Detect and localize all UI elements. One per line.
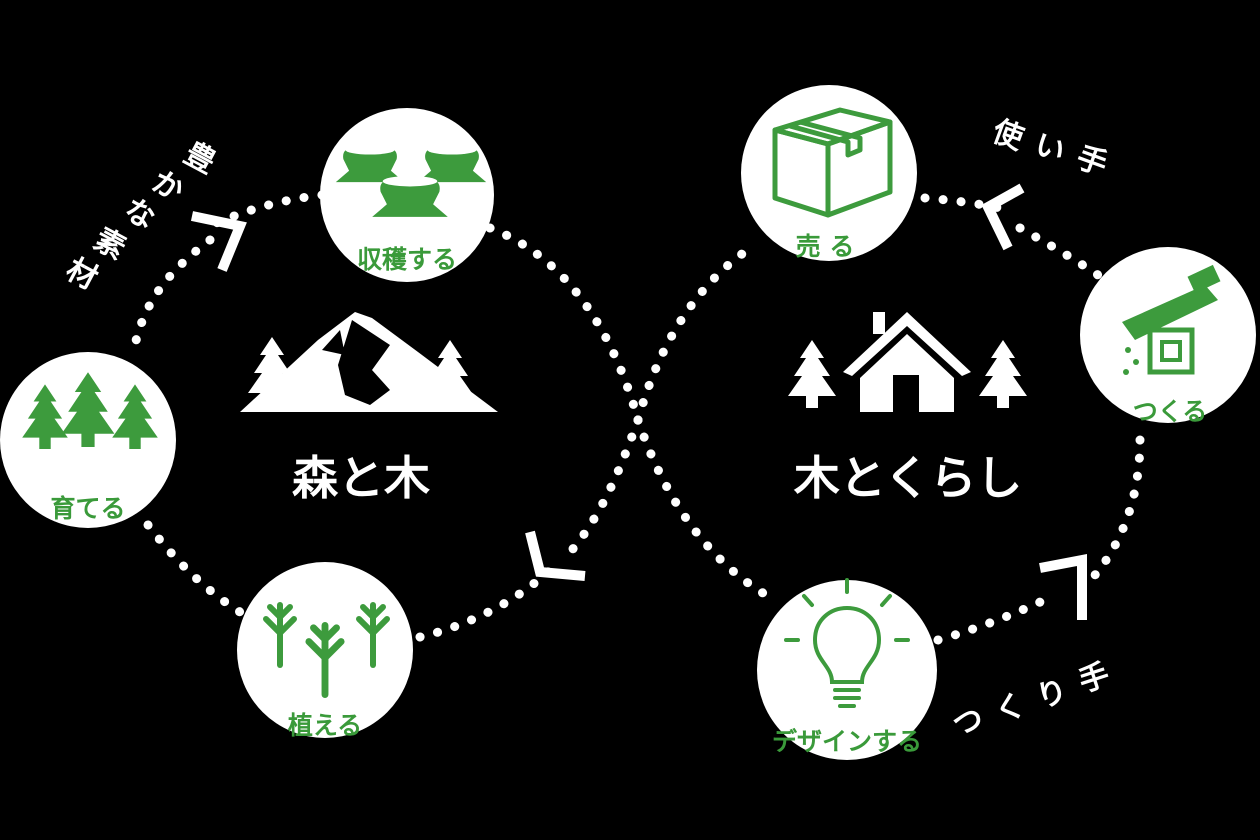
- node-grow: 育てる: [0, 352, 176, 528]
- chevron-up-left-arrow-right: [981, 183, 1025, 251]
- house-with-trees-icon: [788, 312, 1027, 412]
- dotted-cycle-paths: [130, 190, 1145, 645]
- right-top-caption-char-3: 手: [1072, 140, 1112, 183]
- right-bottom-caption-char-4: 手: [1074, 657, 1113, 700]
- node-plant-label: 植える: [288, 711, 362, 740]
- node-design-label: デザインする: [772, 727, 922, 756]
- mountain-forest-icon: [240, 312, 498, 412]
- left-caption-char-1: 豊: [178, 136, 221, 181]
- right-loop-title: 木とくらし: [794, 451, 1023, 505]
- right-bottom-caption-char-2: く: [990, 687, 1029, 730]
- crossing-to-lower-left: [560, 415, 643, 563]
- node-make-label: つくる: [1133, 397, 1208, 426]
- right-loop-upper-right-arc: [1015, 223, 1113, 287]
- node-harvest: 収穫する: [320, 108, 494, 282]
- node-harvest-label: 収穫する: [357, 245, 457, 274]
- node-make: つくる: [1080, 247, 1256, 426]
- right-bottom-caption: つ く り 手: [948, 657, 1113, 744]
- right-top-caption: 使 い 手: [987, 114, 1112, 183]
- left-caption-char-5: 材: [60, 252, 103, 297]
- chevron-down-left-arrow: [525, 530, 586, 581]
- cardboard-box-icon: [772, 107, 893, 218]
- chevron-arrows: [190, 183, 1087, 620]
- left-loop-title: 森と木: [292, 451, 430, 505]
- left-loop-right-arc: [485, 223, 643, 425]
- node-design: デザインする: [757, 578, 937, 760]
- left-loop-lower-left-arc: [143, 520, 245, 617]
- chevron-up-right-arrow: [1039, 553, 1087, 620]
- node-sell: 売 る: [741, 85, 917, 261]
- left-caption-char-4: 素: [88, 222, 131, 267]
- light-bulb-icon: [784, 578, 910, 708]
- left-loop-bottom-arc: [415, 560, 560, 642]
- planer-tool-icon: [1122, 264, 1221, 375]
- chevron-up-left-arrow: [190, 211, 247, 272]
- node-grow-label: 育てる: [50, 494, 125, 523]
- right-bottom-caption-char-1: つ: [948, 701, 987, 744]
- node-sell-label: 売 る: [796, 232, 855, 261]
- right-top-caption-char-2: い: [1030, 127, 1070, 170]
- right-bottom-caption-char-3: り: [1032, 673, 1071, 716]
- crossing-to-lower-right: [633, 415, 780, 605]
- right-top-caption-char-1: 使: [987, 114, 1029, 158]
- node-plant: 植える: [237, 562, 413, 740]
- left-loop-upper-left-arc: [130, 235, 215, 350]
- right-loop-bottom-arc: [933, 590, 1060, 645]
- crossing-to-upper-right: [633, 240, 760, 425]
- right-loop-lower-right-arc: [1090, 435, 1145, 580]
